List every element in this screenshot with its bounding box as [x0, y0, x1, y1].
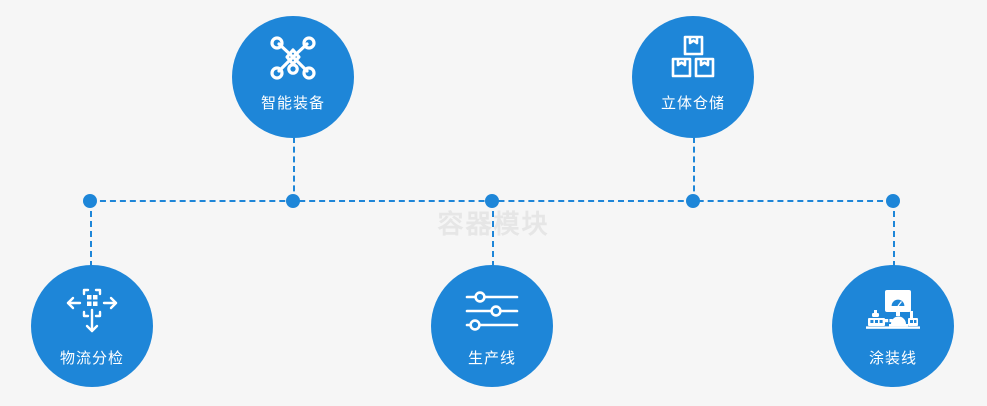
sliders-icon [464, 286, 520, 336]
node-label-painting-line: 涂装线 [868, 349, 917, 367]
stacked-boxes-icon [665, 33, 721, 83]
junction-dot-stereoscopic-warehouse[interactable] [686, 194, 700, 208]
node-logistics-sorting[interactable]: 物流分检 [31, 265, 153, 387]
factory-machine-icon [865, 286, 921, 336]
branch-connector-intelligent-equipment [293, 137, 295, 201]
node-painting-line[interactable]: 涂装线 [832, 265, 954, 387]
node-label-intelligent-equipment: 智能装备 [260, 94, 325, 112]
node-production-line[interactable]: 生产线 [431, 265, 553, 387]
network-nodes-icon [265, 33, 321, 83]
node-intelligent-equipment[interactable]: 智能装备 [232, 16, 354, 138]
junction-dot-logistics-sorting[interactable] [83, 194, 97, 208]
node-label-logistics-sorting: 物流分检 [59, 349, 124, 367]
branch-connector-production-line [492, 201, 494, 267]
branch-connector-logistics-sorting [90, 201, 92, 267]
node-stereoscopic-warehouse[interactable]: 立体仓储 [632, 16, 754, 138]
node-label-production-line: 生产线 [467, 349, 516, 367]
junction-dot-painting-line[interactable] [886, 194, 900, 208]
junction-dot-intelligent-equipment[interactable] [286, 194, 300, 208]
sorting-distribute-icon [64, 286, 120, 336]
junction-dot-production-line[interactable] [485, 194, 499, 208]
branch-connector-painting-line [893, 201, 895, 267]
node-label-stereoscopic-warehouse: 立体仓储 [660, 94, 725, 112]
branch-connector-stereoscopic-warehouse [693, 137, 695, 201]
